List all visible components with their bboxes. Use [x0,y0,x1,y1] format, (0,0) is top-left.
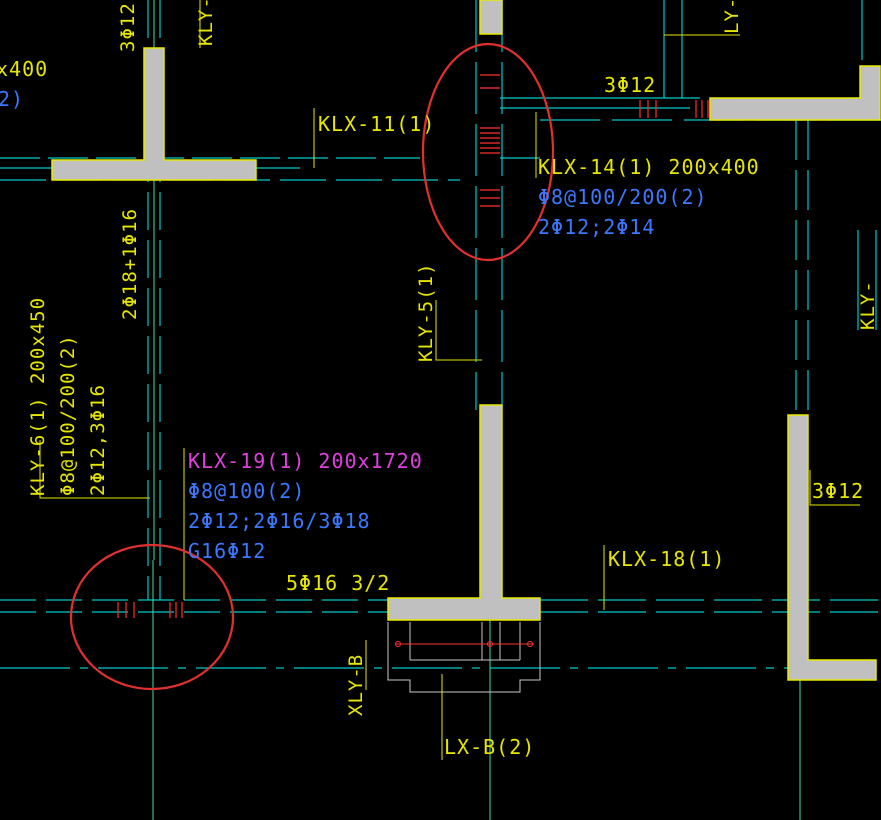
highlight-circles [69,42,555,691]
label-klx19-main: 2Φ12;2Φ16/3Φ18 [188,509,371,533]
wall-l-right [787,414,877,681]
label-left-vertical-rebar: 2Φ18+1Φ16 [119,208,141,320]
label-kly6-stirrup: Φ8@100/200(2) [57,334,79,496]
wall-t-bottom-center [387,404,541,621]
wall-elements [51,0,881,681]
label-kly6-name: KLY-6(1) 200x450 [27,297,49,496]
label-klx14-stirrup: Φ8@100/200(2) [538,185,708,209]
label-kly5: KLY-5(1) [415,262,437,362]
label-xly-b: XLY-B [345,654,367,716]
label-lx-b: LX-B(2) [444,735,535,759]
label-klx19-name: KLX-19(1) 200x1720 [188,449,423,473]
foundation-rebar-dots [395,641,534,647]
foundation-outline [387,622,541,693]
leader-lines [39,0,860,760]
label-klx14-name: KLX-14(1) 200x400 [538,155,760,179]
wall-l-top-right [709,65,881,121]
label-top-left-size: x400 [0,57,48,81]
label-bottom-5phi16: 5Φ16 3/2 [286,571,390,595]
label-klx11: KLX-11(1) [318,112,435,136]
label-kly6-main: 2Φ12,3Φ16 [87,384,109,496]
label-right-3phi12: 3Φ12 [812,479,864,503]
label-top-left-rebar: 3Φ12 [117,2,139,52]
highlight-circle-top [421,42,555,262]
label-top-left-sub: 2) [0,87,24,111]
label-klx19-stirrup: Φ8@100(2) [188,479,305,503]
label-klx18: KLX-18(1) [608,547,725,571]
label-top-3phi12: 3Φ12 [604,73,656,97]
label-top-kly-partial: KLY- [195,0,217,46]
wall-top-column [479,0,503,35]
label-klx14-main: 2Φ12;2Φ14 [538,215,655,239]
label-right-edge-partial: KLY- [857,280,879,330]
label-top-right-partial: LY- [721,0,743,34]
label-klx19-side: G16Φ12 [188,539,266,563]
rebar-ticks [117,74,709,618]
highlight-circle-bottom [69,543,235,691]
wall-t-upper-left [51,47,257,181]
